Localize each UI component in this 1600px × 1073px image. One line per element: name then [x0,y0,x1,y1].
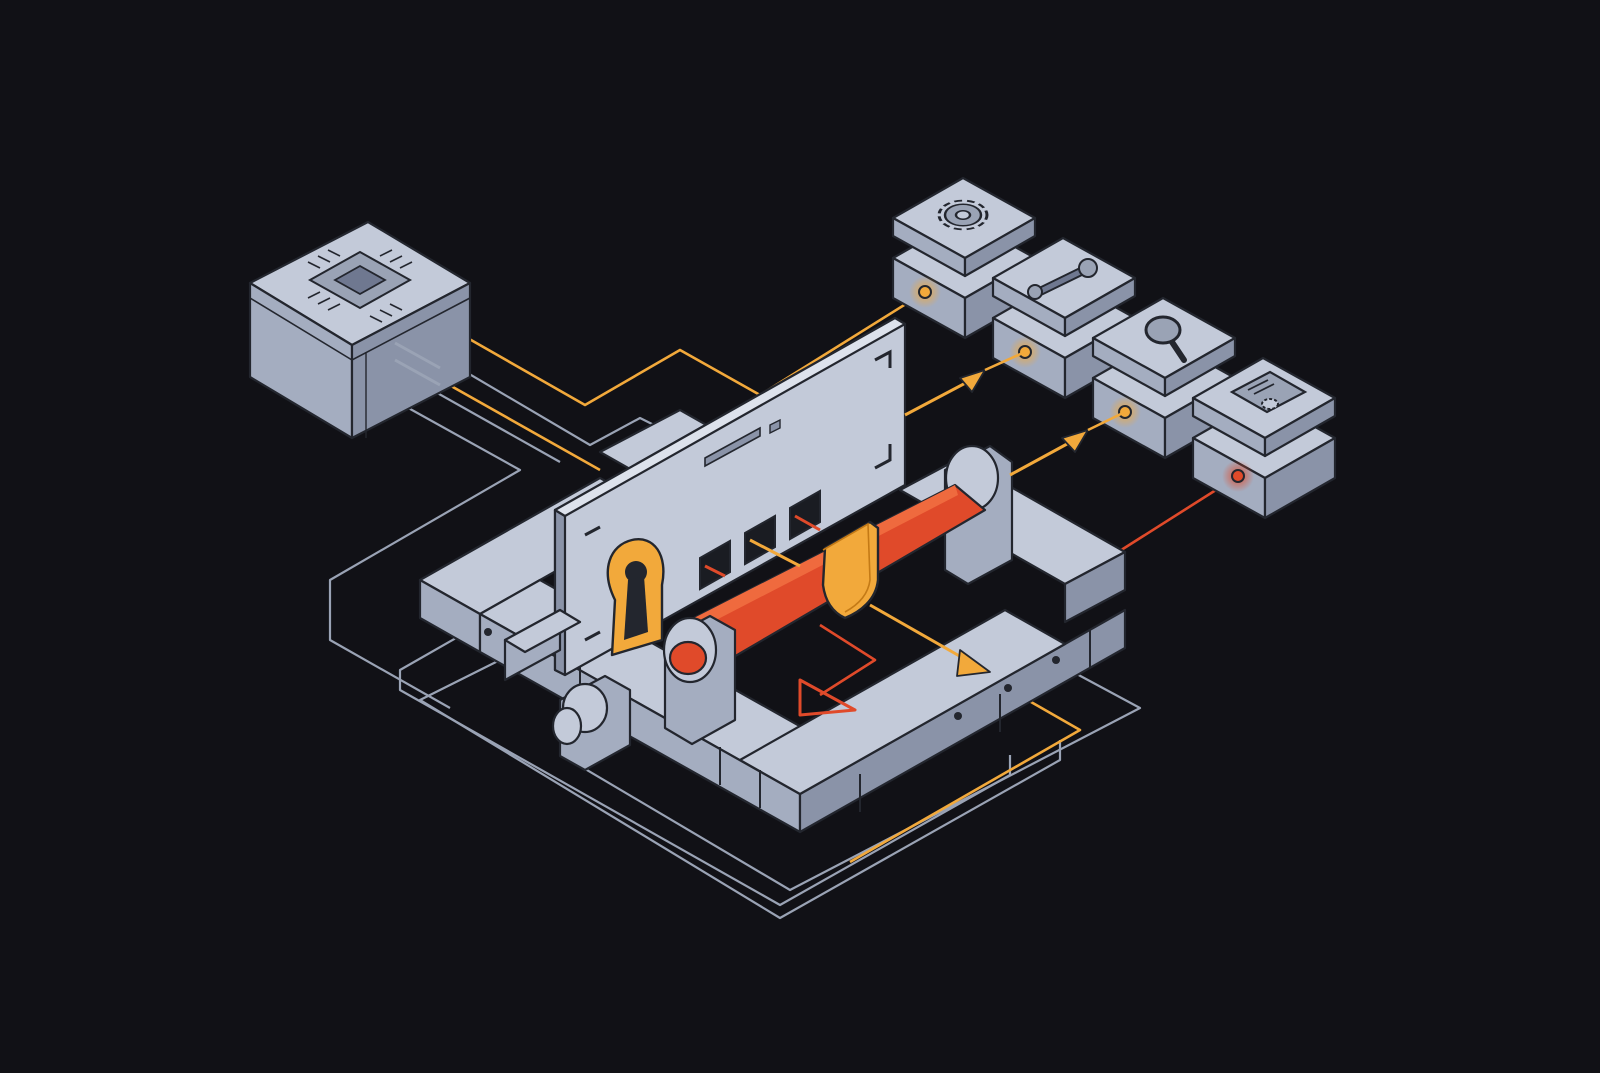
document-gear-icon [1229,370,1308,414]
panel-foot [503,608,582,682]
keyhole-icon [606,538,665,657]
chip-icon [307,249,413,323]
allowed-flow-arrows [869,369,1089,677]
slot-windows [699,489,821,591]
shield-icon [821,520,880,620]
wrench-icon [1027,258,1098,300]
processor-module [248,220,472,440]
magnifier-icon [1144,315,1187,363]
settings-doc-module [1191,356,1337,520]
connector-lines [984,350,1126,432]
gear-icon [937,199,989,231]
blocked-direction-marker [798,678,857,717]
gate-foot-knob [551,674,632,772]
